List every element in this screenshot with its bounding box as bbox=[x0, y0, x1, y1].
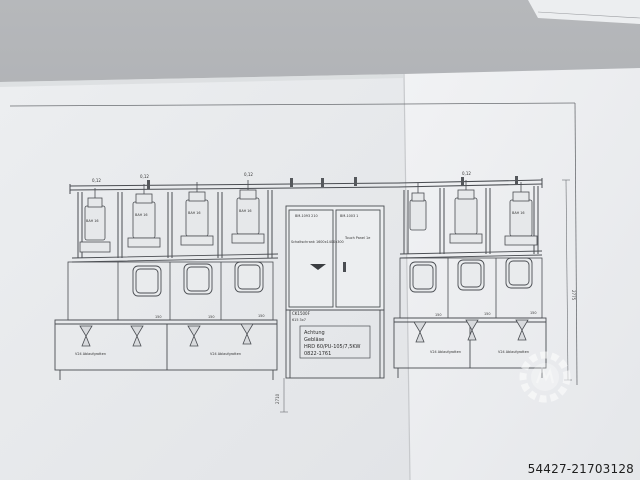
dimension-bottom: 2710 bbox=[275, 393, 280, 404]
info-line: 0822-1761 bbox=[304, 351, 331, 357]
dimension-height: 2775 bbox=[571, 290, 576, 301]
motor-label: 0,12 bbox=[462, 171, 471, 176]
pump-unit-5 bbox=[449, 180, 483, 244]
module-mark: 150 bbox=[484, 312, 490, 316]
drain-label: V24 Ablaufgrotten bbox=[75, 352, 106, 356]
corner-document bbox=[528, 0, 640, 24]
top-manifold-left bbox=[69, 182, 401, 194]
module-mark: 150 bbox=[155, 315, 161, 319]
pump-label: BAH 16 bbox=[512, 211, 525, 215]
inspection-hatches-left bbox=[132, 261, 264, 297]
module-mark: 150 bbox=[258, 314, 264, 318]
paper-fold bbox=[403, 73, 411, 480]
module-mark: 150 bbox=[435, 313, 441, 317]
dimension-line-bottom bbox=[280, 378, 288, 413]
info-line: Achtung bbox=[304, 330, 325, 336]
motor-label: 0,12 bbox=[140, 174, 149, 179]
gear-logo-icon bbox=[519, 351, 571, 403]
cabinet-right-title: Touch Panel 1e bbox=[344, 236, 370, 240]
pump-unit-1 bbox=[79, 188, 111, 253]
control-cabinet bbox=[285, 205, 385, 379]
drain-label: V24 Ablaufgrotten bbox=[210, 352, 241, 356]
pump-unit-2 bbox=[127, 184, 161, 248]
cabinet-handle bbox=[343, 262, 346, 272]
connector-pipes-right bbox=[399, 250, 543, 259]
corner-document-edge bbox=[537, 11, 640, 19]
info-plate bbox=[299, 325, 371, 359]
pump-unit-6 bbox=[504, 182, 538, 246]
pipe-risers-left bbox=[77, 190, 273, 258]
pump-unit-4 bbox=[231, 180, 265, 244]
cabinet-plate-sub: 615 3x7 bbox=[292, 318, 306, 322]
pump-label: BAH 16 bbox=[135, 213, 148, 217]
inspection-hatches-right bbox=[409, 257, 533, 293]
cabinet-left-tag: BM-1093 210 bbox=[295, 214, 318, 218]
frame-top-left bbox=[9, 103, 405, 107]
drain-valves-left bbox=[79, 323, 254, 347]
frame-top-right bbox=[403, 102, 576, 105]
pump-label: BAH 16 bbox=[86, 219, 99, 223]
watermark-id: 54427-21703128 bbox=[527, 462, 634, 476]
motor-label: 0,12 bbox=[244, 172, 253, 177]
cabinet-plate-code: CK1500F bbox=[292, 311, 311, 316]
cabinet-right-tag: BM-1003 1 bbox=[340, 214, 358, 218]
pump-unit-3 bbox=[180, 182, 214, 246]
pump-label: BAH 16 bbox=[239, 209, 252, 213]
pump-unit-7 bbox=[409, 183, 427, 231]
pipe-risers-right bbox=[403, 186, 539, 254]
frame-right bbox=[574, 102, 578, 386]
base-frame-left bbox=[54, 319, 278, 380]
drain-label: V24 Ablaufgrotten bbox=[498, 350, 529, 354]
info-line: HRD 60/PU-105/7,5KW bbox=[304, 344, 360, 350]
motor-label: 0,12 bbox=[92, 178, 101, 183]
module-mark: 150 bbox=[530, 311, 536, 315]
cabinet-logo bbox=[310, 264, 326, 270]
module-mark: 150 bbox=[208, 315, 214, 319]
pump-label: BAH 16 bbox=[188, 211, 201, 215]
drain-valves-right bbox=[413, 319, 529, 343]
drain-label: V24 Ablaufgrotten bbox=[430, 350, 461, 354]
connector-pipes-left bbox=[71, 253, 279, 263]
paper-shadow bbox=[0, 74, 404, 87]
manifold-valves bbox=[147, 176, 518, 189]
cabinet-left-title: Schaltschrank 1600x1400x300 bbox=[291, 240, 344, 244]
info-line: Gebläse bbox=[304, 337, 324, 343]
